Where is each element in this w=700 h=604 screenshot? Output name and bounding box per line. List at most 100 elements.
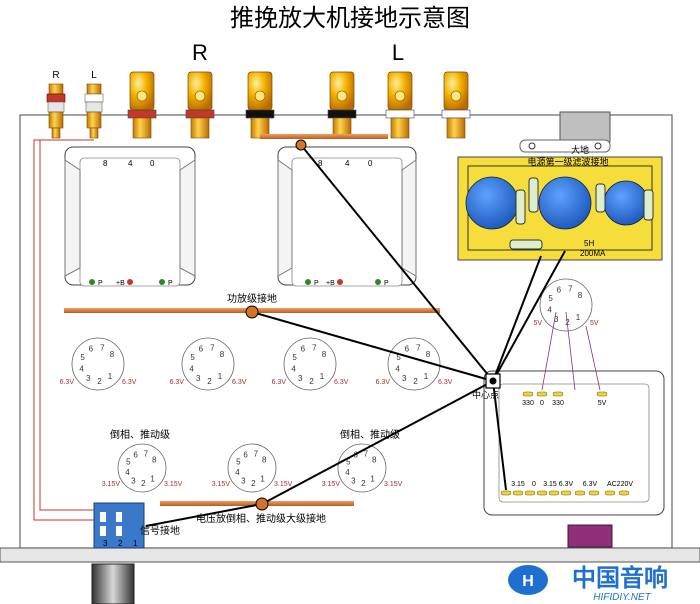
socket-pin-label: 7 (312, 344, 317, 353)
pt-bottom-lug (560, 490, 572, 496)
driver-ground-label: 电压放倒相、推动级大级接地 (196, 512, 326, 525)
socket-pin-label: 5 (126, 458, 131, 467)
output-ground-bus (260, 134, 388, 139)
socket-pin-label: 7 (210, 344, 215, 353)
ot-r-label-p2: P (168, 280, 173, 287)
driver-stage-label-a: 倒相、推动级 (110, 428, 170, 441)
input-jack-label-r: R (52, 70, 59, 81)
ot-r-terminal-4: 4 (128, 159, 133, 168)
input-selector[interactable] (93, 502, 145, 549)
socket-pin-label: 6 (133, 450, 138, 459)
pt-top-terminal-label: 330 (552, 400, 564, 407)
mains-switch[interactable] (559, 111, 611, 143)
input-jack-r[interactable] (46, 83, 66, 139)
socket-pin-label: 8 (578, 291, 583, 300)
pt-bottom-lug (512, 490, 524, 496)
power-board-caption: 电源第一级滤波接地 (527, 156, 608, 167)
socket-pin-label: 1 (260, 475, 265, 484)
socket-pin-label: 3 (351, 476, 356, 485)
ot-l-bottom-terminals (305, 279, 381, 285)
socket-pin-label: 2 (97, 377, 102, 386)
socket-pin-label: 7 (100, 344, 105, 353)
pt-bottom-lug (618, 490, 630, 496)
front-panel (0, 547, 700, 563)
heater-voltage-label: 3.15V (322, 481, 341, 488)
socket-pin-label: 4 (345, 468, 350, 477)
socket-pin-label: 7 (364, 450, 369, 459)
heater-voltage-label: 6.3V (272, 379, 287, 386)
pt-bottom-terminal-label: 6.3V (559, 481, 574, 488)
socket-pin-label: 5 (548, 294, 553, 303)
socket-pin-label: 7 (254, 450, 259, 459)
volume-knob[interactable] (91, 563, 135, 604)
socket-pin-label: 8 (220, 350, 225, 359)
heater-voltage-label: 6.3V (438, 379, 453, 386)
socket-pin-label: 3 (298, 374, 303, 383)
socket-pin-label: 5 (292, 353, 297, 362)
heater-voltage-label: 3.15V (164, 481, 183, 488)
socket-pin-label: 2 (251, 479, 256, 488)
ot-r-bottom-terminals (89, 279, 165, 285)
heater-voltage-label: 6.3V (376, 379, 391, 386)
selector-pin-2: 2 (118, 539, 123, 548)
socket-pin-label: 4 (291, 364, 296, 373)
speaker-post[interactable] (441, 71, 471, 139)
ground-lug-hole-2 (594, 142, 602, 150)
socket-pin-label: 6 (243, 450, 248, 459)
heater-voltage-label: 6.3V (60, 379, 75, 386)
speaker-post[interactable] (327, 71, 357, 139)
ot-l-label-p2: P (384, 280, 389, 287)
speaker-post[interactable] (185, 71, 215, 139)
pt-bottom-lug (500, 490, 512, 496)
speaker-post[interactable] (245, 71, 275, 139)
socket-pin-label: 5 (236, 458, 241, 467)
socket-pin-label: 1 (108, 372, 113, 381)
ground-wires (145, 144, 566, 527)
pt-bottom-lug (574, 490, 586, 496)
ot-r-label-b: +B (116, 280, 125, 287)
socket-pin-label: 2 (309, 377, 314, 386)
socket-pin-label: 1 (150, 475, 155, 484)
socket-pin-label: 1 (218, 372, 223, 381)
pt-bottom-terminal-label: 6.3V (583, 481, 598, 488)
earth-ground-label: 大地 (571, 144, 589, 155)
socket-pin-label: 1 (576, 313, 581, 322)
pt-bottom-terminal-label: 3.15 (511, 481, 525, 488)
ground-lug-bar (519, 139, 611, 153)
socket-pin-label: 8 (322, 350, 327, 359)
socket-pin-label: 8 (262, 455, 267, 464)
socket-pin-label: 7 (568, 285, 573, 294)
pt-bottom-lug (548, 490, 560, 496)
socket-pin-label: 8 (152, 455, 157, 464)
ot-l-label-p1: P (314, 280, 319, 287)
pt-bottom-terminal-label: AC220V (607, 481, 633, 488)
mains-inlet[interactable] (567, 524, 613, 548)
socket-pin-label: 2 (413, 377, 418, 386)
ot-l-terminal-0: 0 (368, 159, 373, 168)
selector-pin-1: 1 (133, 539, 138, 548)
socket-pin-label: 2 (361, 479, 366, 488)
socket-pin-label: 5 (396, 353, 401, 362)
pt-top-terminal-label: 0 (540, 400, 544, 407)
output-transformer-left (277, 146, 417, 287)
watermark-brand: 中国音响 (572, 564, 668, 592)
socket-pin-label: 3 (402, 374, 407, 383)
pt-bottom-lug (536, 490, 548, 496)
signal-ground-label: 信号接地 (140, 524, 180, 537)
ground-lug-hole-1 (528, 142, 536, 150)
ot-r-label-p1: P (98, 280, 103, 287)
speaker-post[interactable] (127, 71, 157, 139)
input-jack-l[interactable] (84, 83, 104, 139)
socket-pin-label: 6 (89, 345, 94, 354)
output-transformer-right (64, 146, 196, 287)
speaker-post[interactable] (385, 71, 415, 139)
socket-pin-label: 5 (346, 458, 351, 467)
heater-voltage-label: 6.3V (232, 379, 247, 386)
ot-l-terminal-4: 4 (345, 159, 350, 168)
